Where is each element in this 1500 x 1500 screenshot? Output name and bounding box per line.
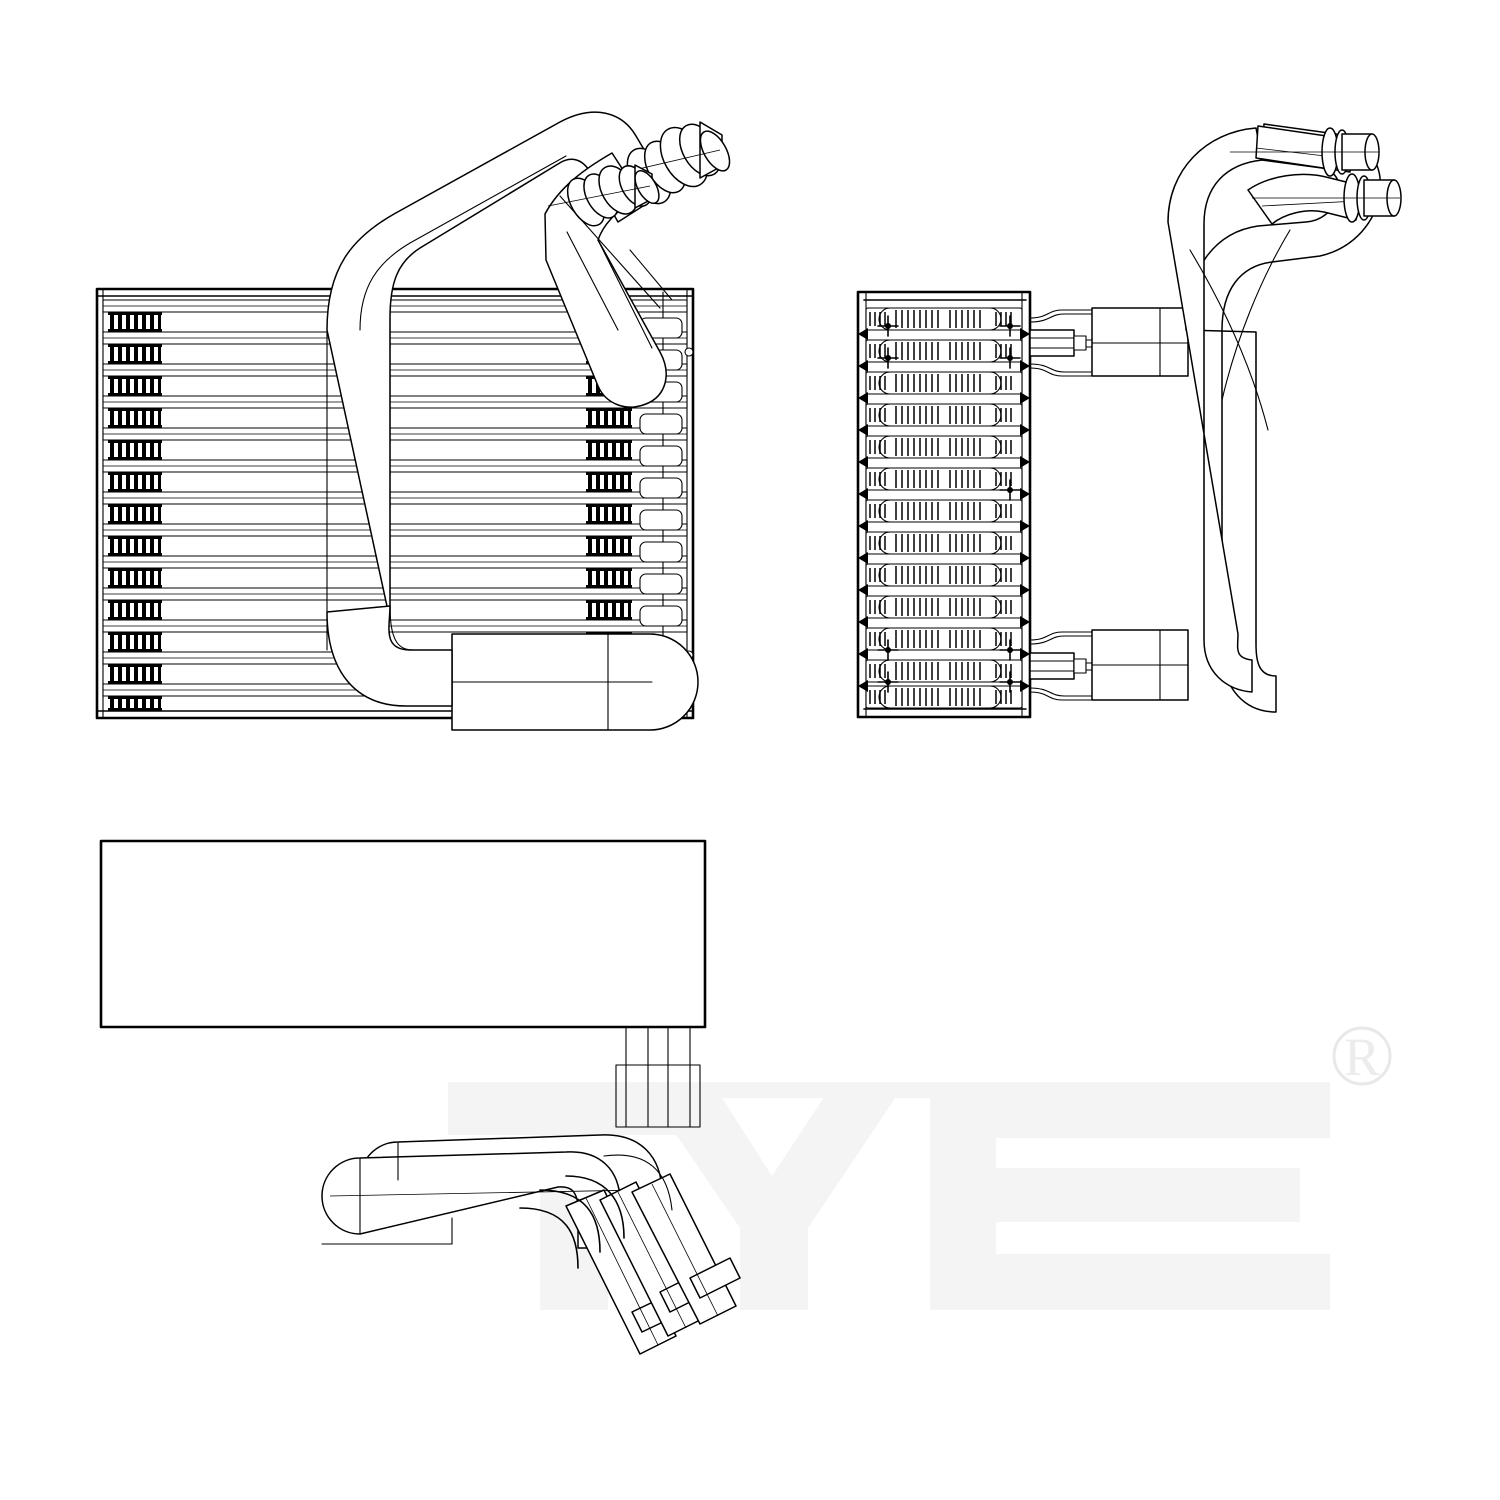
tube-row: [865, 307, 1023, 331]
fin-block: [108, 504, 162, 524]
pipe-end-fitting-large-side: [1230, 127, 1380, 177]
tube-row: [865, 467, 1023, 491]
crosshair-marker: [999, 347, 1021, 369]
view-side-right: [856, 123, 1402, 719]
view-front-left: [95, 111, 731, 731]
fin-block: [586, 568, 632, 588]
tube-row: [102, 299, 688, 313]
tube-row: [102, 427, 688, 441]
tube-row: [865, 403, 1023, 427]
fin-block: [108, 472, 162, 492]
tube-row: [102, 395, 688, 409]
fin-block: [586, 504, 632, 524]
lower-return-bend-front: [451, 633, 699, 731]
top-plate: [99, 839, 707, 1029]
tube-row: [865, 435, 1023, 459]
tube-row: [102, 587, 688, 601]
fin-block: [108, 696, 162, 711]
fin-block: [108, 536, 162, 556]
fin-block: [586, 472, 632, 492]
tube-row: [865, 595, 1023, 619]
fin-block: [108, 344, 162, 364]
crosshair-marker: [999, 639, 1021, 661]
tube-row: [865, 685, 1023, 709]
tube-row: [102, 491, 688, 505]
pipe-assembly-front: [326, 111, 731, 707]
hose-stub: [631, 1173, 741, 1325]
tube-row: [102, 619, 688, 633]
crosshair-marker: [877, 671, 899, 693]
u-bend-top: [519, 1154, 673, 1269]
fin-block: [108, 312, 162, 332]
crosshair-markers-side: [877, 315, 1021, 693]
crosshair-marker: [877, 347, 899, 369]
tube-row: [865, 659, 1023, 683]
crosshair-marker: [999, 671, 1021, 693]
crosshair-marker: [877, 639, 899, 661]
fin-block: [108, 600, 162, 620]
tube-row: [102, 331, 688, 345]
registered-trademark-icon: R: [1332, 1026, 1392, 1087]
fin-block: [108, 376, 162, 396]
tube-row: [865, 627, 1023, 651]
tube-row: [102, 555, 688, 569]
crosshair-marker: [999, 479, 1021, 501]
fin-block: [586, 600, 632, 620]
tube-rows-side: [865, 307, 1023, 709]
tube-row: [865, 499, 1023, 523]
tube-row: [865, 339, 1023, 363]
connector-lower-side: [1029, 629, 1189, 701]
tube-row: [102, 523, 688, 537]
fin-block: [108, 568, 162, 588]
view-top-bottom: [99, 839, 741, 1355]
pipe-end-fitting-small: [547, 164, 660, 227]
fin-block: [108, 632, 162, 652]
fin-block: [586, 408, 632, 428]
tube-row: [102, 363, 688, 377]
fin-blocks-left: [108, 312, 162, 711]
fin-block: [108, 664, 162, 684]
tube-plate-rows-front: [102, 299, 688, 697]
tube-row: [865, 563, 1023, 587]
pipe-assembly-side: [1167, 123, 1402, 713]
pipe-end-fitting-small-side: [1252, 173, 1402, 223]
fin-block: [108, 440, 162, 460]
hose-stubs-top: [565, 1173, 741, 1355]
fin-block: [586, 536, 632, 556]
connector-upper-side: [1029, 307, 1189, 377]
frame-barbs-side: [858, 328, 1030, 692]
crosshair-marker: [999, 315, 1021, 337]
tube-row: [102, 459, 688, 473]
svg-text:R: R: [1344, 1027, 1380, 1087]
crosshair-marker: [877, 315, 899, 337]
fin-block: [586, 440, 632, 460]
tube-row: [865, 371, 1023, 395]
fin-block: [108, 408, 162, 428]
tube-row: [865, 531, 1023, 555]
stub-channel: [615, 1026, 701, 1128]
